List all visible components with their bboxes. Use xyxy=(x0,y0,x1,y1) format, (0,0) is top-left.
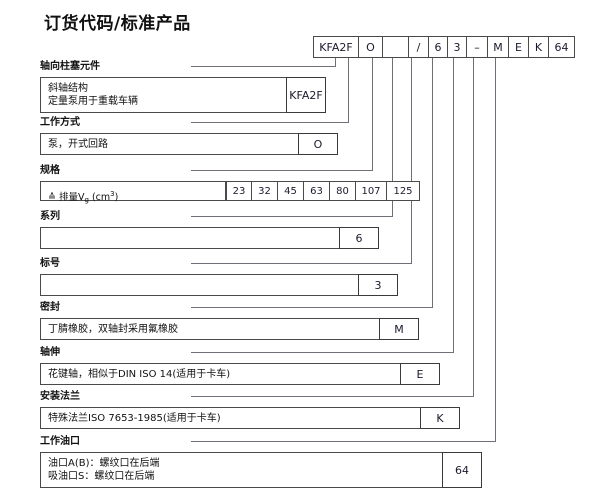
page-title: 订货代码/标准产品 xyxy=(44,14,191,34)
displacement-subscript: g xyxy=(84,196,89,204)
connector-line xyxy=(191,66,336,67)
order-code-cell-axial-unit: KFA2F xyxy=(314,37,359,57)
size-cell: 45 xyxy=(278,181,304,201)
description-box: 泵，开式回路 xyxy=(40,133,338,155)
connector-line xyxy=(191,307,433,308)
connector-line xyxy=(348,58,349,123)
order-code-cell-slash: / xyxy=(409,37,429,57)
order-code-cell-dash: – xyxy=(467,37,488,57)
section-code-box: O xyxy=(298,133,338,155)
section-code-box: 6 xyxy=(339,227,379,249)
connector-line xyxy=(372,58,373,171)
connector-line xyxy=(335,58,336,67)
section-header: 安装法兰 xyxy=(40,391,80,402)
connector-line xyxy=(392,58,393,217)
size-cell: 125 xyxy=(387,181,420,201)
connector-line xyxy=(191,216,393,217)
order-code-cell-mounting-flange: K xyxy=(529,37,549,57)
size-cell: 32 xyxy=(252,181,278,201)
section-code-value: K xyxy=(436,411,444,425)
size-cell: 107 xyxy=(356,181,387,201)
section-code-box: 64 xyxy=(442,452,482,488)
description-text: 油口A(B)：螺纹口在后端 吸油口S：螺纹口在后端 xyxy=(48,458,160,482)
connector-line xyxy=(453,58,454,353)
connector-line xyxy=(191,122,349,123)
description-text: 斜轴结构 定量泵用于重载车辆 xyxy=(48,83,138,107)
description-box: 花键轴，相似于DIN ISO 14(适用于卡车) xyxy=(40,363,440,385)
section-code-value: E xyxy=(416,367,424,381)
displacement-unit-exp: 3 xyxy=(110,190,115,198)
description-box: 丁腈橡胶，双轴封采用氟橡胶 xyxy=(40,318,419,340)
section-code-box: K xyxy=(420,407,460,429)
description-text: ≙ 排量Vg (cm3) xyxy=(41,175,118,207)
section-header: 工作方式 xyxy=(40,117,80,128)
section-header: 标号 xyxy=(40,258,60,269)
connector-line xyxy=(495,58,496,442)
description-text: 泵，开式回路 xyxy=(48,138,108,150)
section-code-value: 3 xyxy=(374,278,382,292)
section-code-value: 6 xyxy=(355,231,363,245)
connector-line xyxy=(191,396,474,397)
section-code-value: O xyxy=(313,137,323,151)
size-cell: 23 xyxy=(226,181,252,201)
section-header: 轴向柱塞元件 xyxy=(40,61,100,72)
connector-line xyxy=(473,58,474,397)
order-code-cell-sealing: M xyxy=(488,37,509,57)
section-header: 工作油口 xyxy=(40,436,80,447)
description-box: 斜轴结构 定量泵用于重载车辆 xyxy=(40,77,326,113)
connector-line xyxy=(411,58,412,264)
section-header: 密封 xyxy=(40,302,60,313)
displacement-unit-open: (cm xyxy=(88,192,111,203)
connector-line xyxy=(191,263,412,264)
connector-line xyxy=(432,58,433,308)
size-cell: 63 xyxy=(304,181,330,201)
order-code-cell-size xyxy=(383,37,409,57)
section-header: 系列 xyxy=(40,211,60,222)
section-code-box: E xyxy=(400,363,440,385)
displacement-unit-close: ) xyxy=(114,192,119,203)
description-text: 特殊法兰ISO 7653-1985(适用于卡车) xyxy=(48,412,221,424)
order-code-cell-ports: 64 xyxy=(549,37,574,57)
description-box: ≙ 排量Vg (cm3) xyxy=(40,181,226,204)
order-code-cell-series: 6 xyxy=(429,37,448,57)
section-code-box: KFA2F xyxy=(286,77,326,113)
size-cell: 80 xyxy=(330,181,356,201)
description-box: 特殊法兰ISO 7653-1985(适用于卡车) xyxy=(40,407,460,429)
section-code-value: 64 xyxy=(455,463,469,477)
description-box xyxy=(40,227,379,249)
section-code-value: KFA2F xyxy=(289,88,323,102)
description-box xyxy=(40,274,398,296)
connector-line xyxy=(191,170,373,171)
connector-line xyxy=(191,441,496,442)
order-code-cell-index: 3 xyxy=(448,37,467,57)
order-code-cell-shaft-end: E xyxy=(509,37,529,57)
size-value-row: 23 32 45 63 80 107 125 xyxy=(226,181,420,201)
section-code-box: 3 xyxy=(358,274,398,296)
description-box: 油口A(B)：螺纹口在后端 吸油口S：螺纹口在后端 xyxy=(40,452,482,488)
order-code-cell-operating-mode: O xyxy=(359,37,383,57)
description-text: 丁腈橡胶，双轴封采用氟橡胶 xyxy=(48,323,178,335)
connector-line xyxy=(191,352,454,353)
displacement-label: ≙ 排量V xyxy=(48,192,85,203)
description-text: 花键轴，相似于DIN ISO 14(适用于卡车) xyxy=(48,368,231,380)
section-header: 规格 xyxy=(40,165,60,176)
order-code-row: KFA2F O / 6 3 – M E K 64 xyxy=(313,36,575,58)
section-code-box: M xyxy=(379,318,419,340)
section-header: 轴伸 xyxy=(40,347,60,358)
section-code-value: M xyxy=(394,322,404,336)
